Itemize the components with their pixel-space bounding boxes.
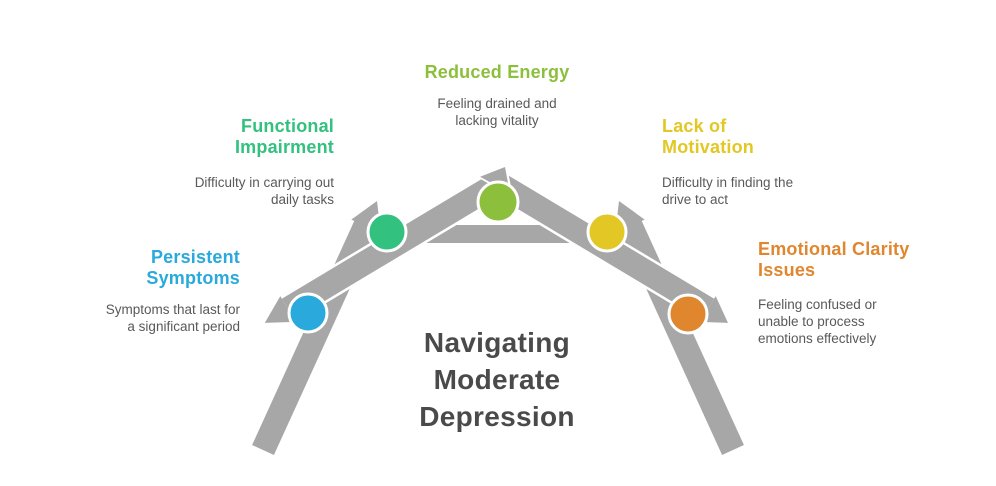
item-reduced-energy-desc: Feeling drained and lacking vitality xyxy=(412,95,582,129)
item-heading-line: Emotional Clarity xyxy=(758,239,910,259)
diagram-title-line: Navigating xyxy=(423,327,571,358)
item-heading-line: Reduced Energy xyxy=(424,62,570,82)
item-heading-line: Issues xyxy=(758,260,816,280)
item-desc-line: a significant period xyxy=(127,319,240,334)
node-circle-functional-impairment xyxy=(366,211,408,253)
item-heading-line: Motivation xyxy=(662,137,754,157)
item-heading: Lack of Motivation xyxy=(662,116,822,158)
item-desc-line: daily tasks xyxy=(270,192,334,207)
item-heading: Persistent Symptoms xyxy=(80,247,240,289)
item-functional-impairment-desc: Difficulty in carrying out daily tasks xyxy=(154,174,334,208)
item-desc-line: Difficulty in finding the xyxy=(662,175,794,190)
item-heading: Emotional Clarity Issues xyxy=(758,239,948,281)
item-desc-line: unable to process xyxy=(758,314,865,329)
item-heading-line: Symptoms xyxy=(146,268,240,288)
item-persistent-symptoms: Persistent Symptoms xyxy=(80,247,240,289)
item-functional-impairment: Functional Impairment xyxy=(194,116,334,158)
diagram-title-line: Moderate xyxy=(433,364,561,395)
item-desc-line: Feeling confused or xyxy=(758,297,877,312)
item-desc-line: Symptoms that last for xyxy=(105,302,240,317)
diagram-title-line: Depression xyxy=(419,401,575,432)
node-circle-lack-of-motivation xyxy=(586,211,628,253)
item-heading-line: Functional xyxy=(241,116,334,136)
node-circle-persistent-symptoms xyxy=(287,292,329,334)
item-desc-line: Difficulty in carrying out xyxy=(194,175,334,190)
diagram-title: Navigating Moderate Depression xyxy=(347,324,647,435)
item-desc-line: drive to act xyxy=(662,192,729,207)
item-desc-line: Feeling drained and xyxy=(437,96,557,111)
item-heading-line: Lack of xyxy=(662,116,727,136)
item-emotional-clarity-issues-desc: Feeling confused or unable to process em… xyxy=(758,296,938,347)
item-desc-line: lacking vitality xyxy=(455,113,539,128)
item-reduced-energy: Reduced Energy xyxy=(387,62,607,83)
item-persistent-symptoms-desc: Symptoms that last for a significant per… xyxy=(55,301,240,335)
item-lack-of-motivation-desc: Difficulty in finding the drive to act xyxy=(662,174,832,208)
item-heading: Functional Impairment xyxy=(194,116,334,158)
item-emotional-clarity-issues: Emotional Clarity Issues xyxy=(758,239,948,281)
item-heading: Reduced Energy xyxy=(387,62,607,83)
item-heading-line: Persistent xyxy=(150,247,240,267)
item-lack-of-motivation: Lack of Motivation xyxy=(662,116,822,158)
item-desc-line: emotions effectively xyxy=(758,331,877,346)
item-heading-line: Impairment xyxy=(234,137,334,157)
node-circle-emotional-clarity-issues xyxy=(667,293,709,335)
arch-beam-horizontal xyxy=(403,225,595,243)
node-circle-reduced-energy xyxy=(476,180,520,224)
